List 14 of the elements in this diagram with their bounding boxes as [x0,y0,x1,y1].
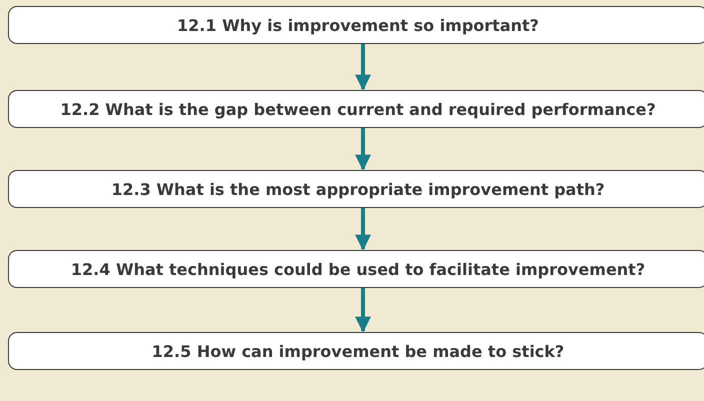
question-text: 12.2 What is the gap between current and required performance? [60,100,656,118]
question-box [8,90,704,128]
question-text: 12.1 Why is improvement so important? [177,16,539,34]
arrow [355,288,371,333]
arrow [355,208,371,251]
question-box [8,250,704,288]
question-box [8,6,704,44]
question-box [8,332,704,370]
arrow [355,128,371,171]
arrow [355,44,371,91]
question-text: 12.5 How can improvement be made to stick? [152,342,564,360]
question-box [8,170,704,208]
question-text: 12.4 What techniques could be used to facilitate improvement? [70,260,646,278]
question-text: 12.3 What is the most appropriate improvement path? [111,180,605,198]
